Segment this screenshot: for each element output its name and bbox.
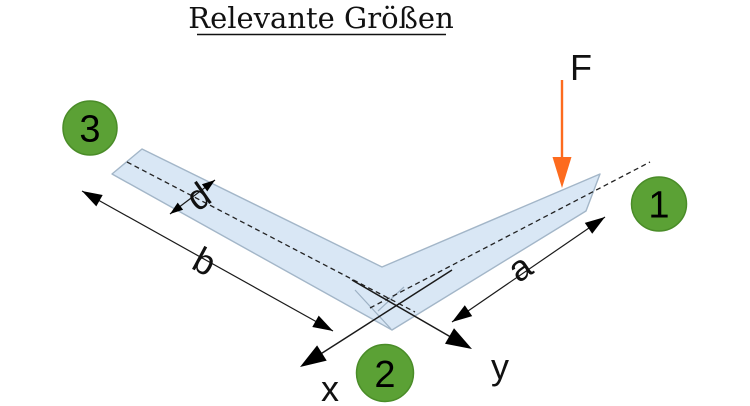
force-label: F (570, 47, 592, 88)
y-axis-arrowhead-icon (445, 328, 472, 349)
dimension-b-arrowhead-start-icon (82, 191, 103, 207)
marker-3-number: 3 (79, 109, 100, 151)
marker-2-number: 2 (374, 354, 395, 396)
y-axis-label: y (491, 346, 509, 387)
x-axis-arrowhead-icon (300, 345, 327, 367)
dimension-d-arrowhead-end-icon (201, 180, 215, 192)
dimension-a-arrowhead-start-icon (452, 305, 473, 322)
beam-centerline-left-dashed (126, 161, 416, 313)
dimension-a-label: a (500, 244, 540, 290)
beam-overlap-edge-left (377, 286, 405, 312)
beam-overlap-edge-right (354, 289, 392, 330)
beam-outline (111, 148, 601, 331)
marker-2-circle[interactable] (355, 343, 415, 403)
force-arrow (552, 80, 572, 188)
y-axis-arrow (351, 279, 472, 349)
marker-1-number: 1 (648, 185, 669, 227)
beam-shape (112, 149, 600, 330)
marker-1-circle[interactable] (630, 176, 688, 232)
beam-centerline-right-dashed (369, 161, 651, 309)
marker-2[interactable]: 2 (355, 343, 415, 403)
dimension-a-arrowhead-end-icon (584, 217, 605, 234)
marker-3-circle[interactable] (62, 100, 118, 156)
dimension-b-label: b (186, 239, 223, 285)
x-axis-arrow (300, 269, 453, 367)
page-title: Relevante Größen (188, 1, 454, 35)
x-axis-label: x (321, 368, 339, 406)
marker-1[interactable]: 1 (630, 176, 688, 232)
marker-3[interactable]: 3 (62, 100, 118, 156)
force-arrowhead-icon (552, 157, 572, 188)
dimension-d-arrowhead-start-icon (170, 202, 184, 214)
dimension-b-arrowhead-end-icon (312, 315, 333, 331)
